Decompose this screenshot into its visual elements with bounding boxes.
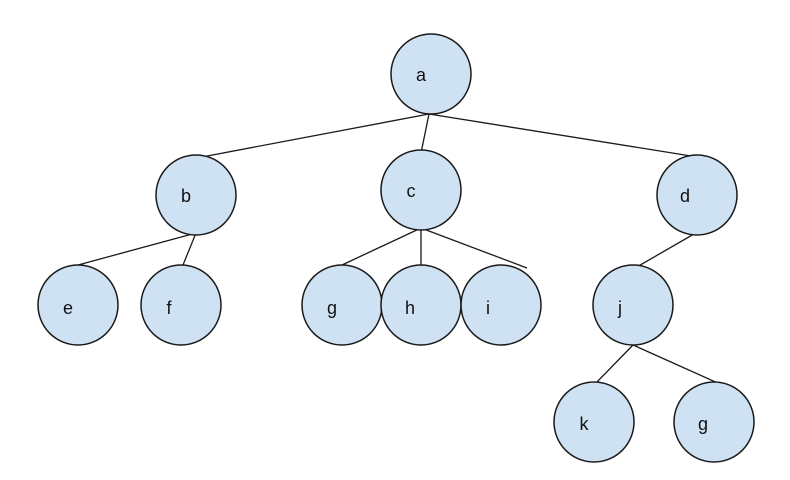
node-g-2-label: g (698, 414, 708, 434)
node-b: b (155, 154, 237, 236)
node-f-circle (140, 264, 222, 346)
edge-a-d (428, 113, 692, 157)
node-i-label: i (486, 298, 490, 318)
node-h: h (380, 264, 462, 346)
edge-b-f (182, 232, 197, 266)
node-g-circle (301, 264, 383, 346)
node-j: j (592, 264, 674, 346)
node-g-label: g (327, 298, 337, 318)
node-i: i (460, 264, 542, 346)
node-i-circle (460, 264, 542, 346)
nodes: a b c d e f g h (37, 33, 755, 463)
node-c-circle (380, 149, 462, 231)
node-d-label: d (680, 186, 690, 206)
node-k-label: k (580, 414, 590, 434)
node-c-label: c (407, 181, 416, 201)
node-f: f (140, 264, 222, 346)
node-e-circle (37, 264, 119, 346)
node-c: c (380, 149, 462, 231)
edge-c-i (420, 227, 528, 269)
node-g-2: g (673, 381, 755, 463)
node-h-circle (380, 264, 462, 346)
node-k-circle (553, 381, 635, 463)
node-a-label: a (416, 65, 427, 85)
edge-d-j (634, 233, 695, 269)
node-j-circle (592, 264, 674, 346)
edge-a-b (201, 113, 430, 158)
node-f-label: f (166, 298, 172, 318)
edge-b-e (77, 232, 197, 266)
node-g-2-circle (673, 381, 755, 463)
edge-c-g (341, 227, 422, 266)
node-j-label: j (617, 298, 622, 318)
node-g: g (301, 264, 383, 346)
node-h-label: h (405, 298, 415, 318)
edges (77, 113, 741, 394)
node-d-circle (656, 154, 738, 236)
node-k: k (553, 381, 635, 463)
node-a-circle (390, 33, 472, 115)
edge-j-k (595, 344, 634, 384)
edge-a-c (420, 113, 430, 154)
node-b-label: b (181, 186, 191, 206)
node-a: a (390, 33, 472, 115)
node-e-label: e (63, 298, 73, 318)
node-b-circle (155, 154, 237, 236)
node-e: e (37, 264, 119, 346)
node-d: d (656, 154, 738, 236)
